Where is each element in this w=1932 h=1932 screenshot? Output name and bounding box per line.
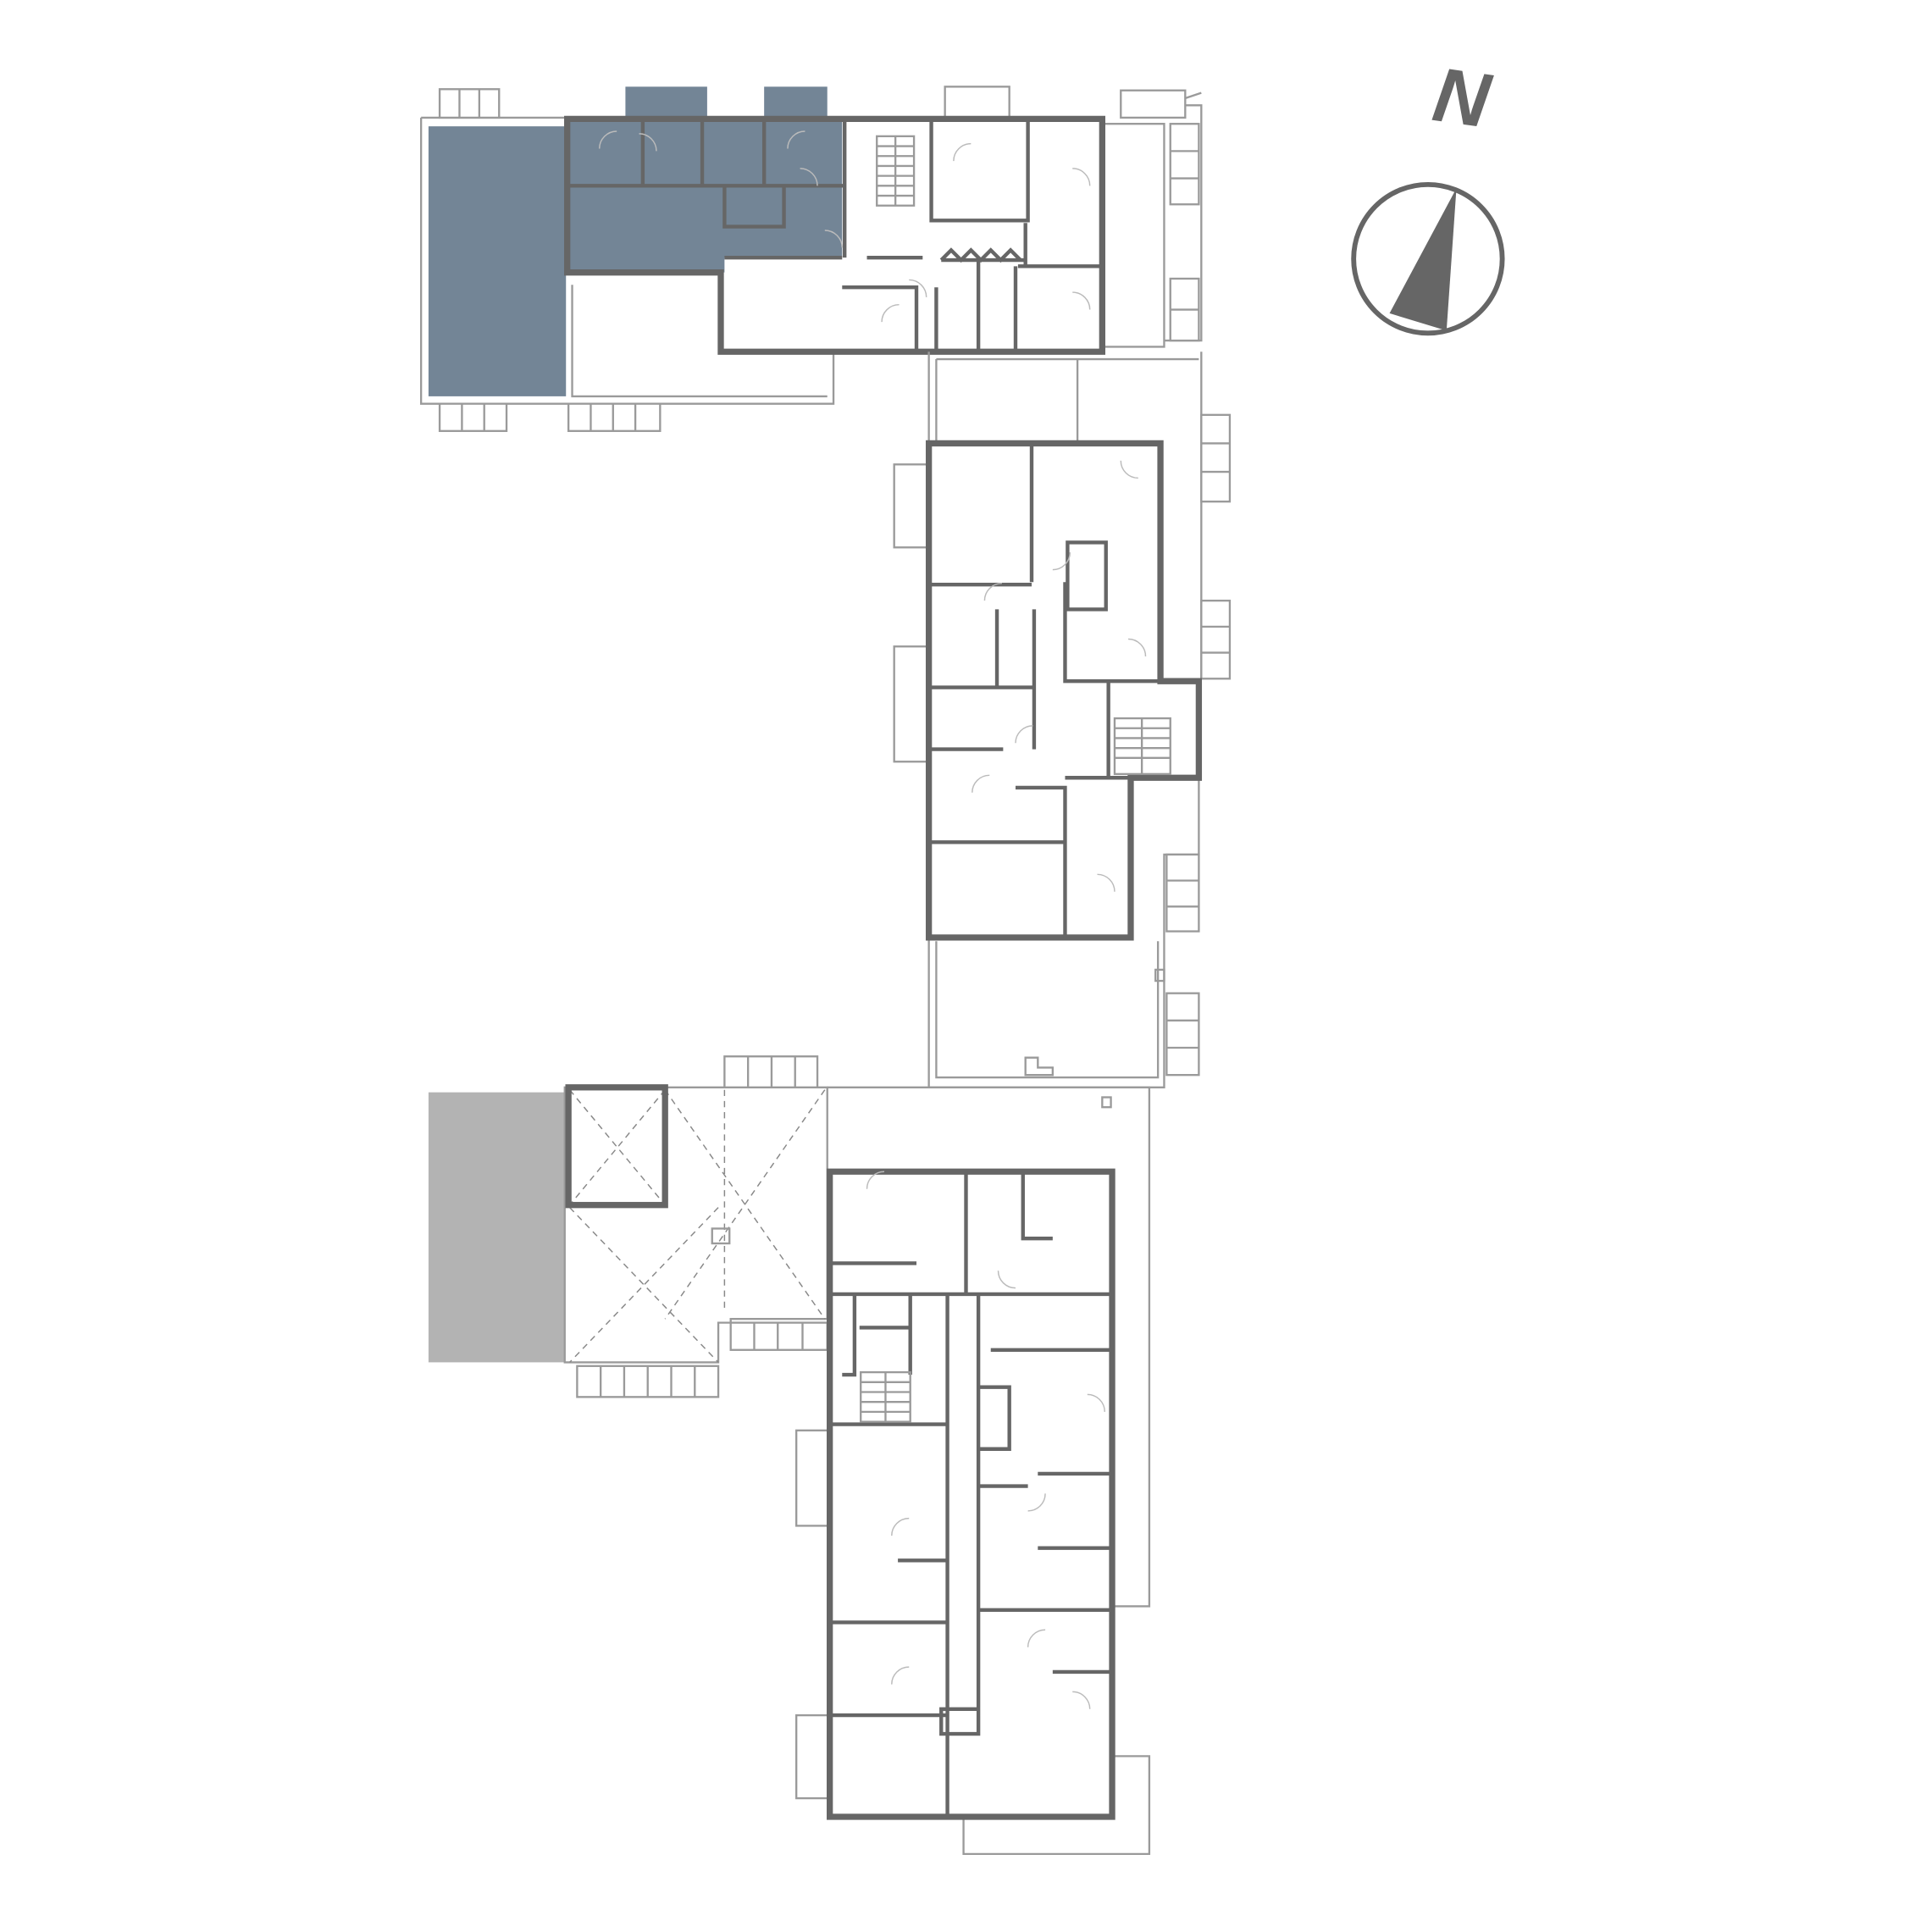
bottom-wing — [428, 1055, 1151, 1856]
staircase — [1113, 717, 1171, 776]
selected-apartment-terrace[interactable] — [428, 126, 567, 396]
compass-needle-icon — [1389, 188, 1457, 331]
selected-apartment-balcony[interactable] — [764, 86, 828, 120]
selected-apartment-balcony[interactable] — [625, 86, 707, 120]
north-label: N — [1428, 52, 1496, 144]
selected-apartment-interior[interactable] — [569, 119, 843, 273]
unavailable-area — [428, 1092, 565, 1363]
staircase — [860, 1370, 911, 1423]
roof-area — [563, 1086, 828, 1364]
staircase — [876, 135, 916, 207]
north-compass: N — [1351, 52, 1505, 336]
balconies-bottom — [576, 1055, 831, 1800]
compass-circle-icon — [1351, 181, 1505, 336]
balconies-top — [438, 86, 1200, 433]
middle-wing — [893, 352, 1232, 1088]
selected-apartment[interactable] — [428, 86, 843, 396]
top-wing — [419, 86, 1203, 433]
balconies-middle — [893, 413, 1232, 1077]
